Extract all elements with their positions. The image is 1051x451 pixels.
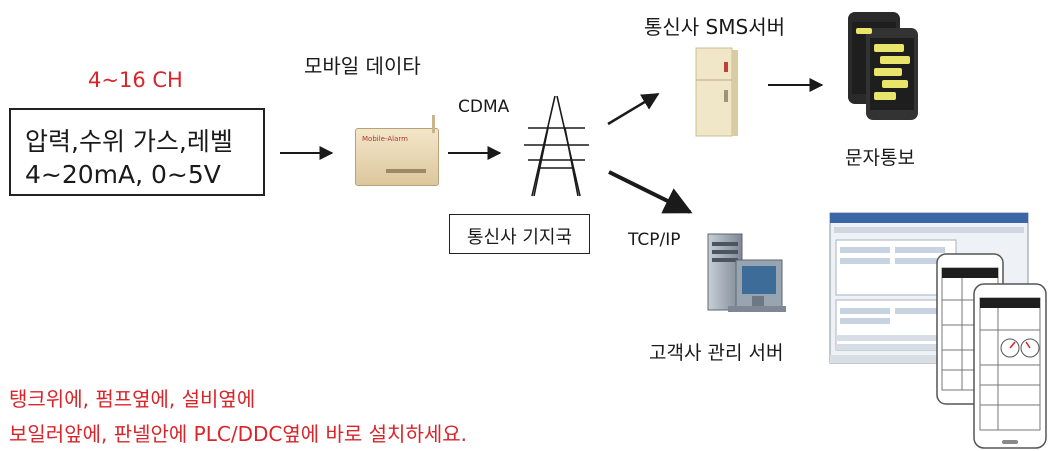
server-computer-icon bbox=[707, 233, 786, 312]
transmission-tower-icon bbox=[524, 95, 589, 197]
base-station-label: 통신사 기지국 bbox=[466, 227, 573, 248]
sensor-input-box: 압력,수위 가스,레벨 4~20mA, 0~5V bbox=[9, 108, 265, 196]
arrow-station-to-sms bbox=[607, 92, 660, 126]
signal-range-text: 4~20mA, 0~5V bbox=[25, 160, 221, 189]
mobile-data-label: 모바일 데이타 bbox=[304, 54, 421, 78]
arrow-station-to-server bbox=[608, 170, 693, 214]
sms-server-label: 통신사 SMS서버 bbox=[644, 15, 786, 39]
install-note-line1: 탱크위에, 펌프옆에, 설비옆에 bbox=[9, 387, 256, 411]
channel-count-label: 4~16 CH bbox=[88, 68, 183, 92]
smartphone-sms-icon bbox=[848, 12, 918, 120]
sms-notify-label: 문자통보 bbox=[845, 147, 915, 169]
monitoring-phone-icon bbox=[936, 253, 1047, 449]
tcpip-label: TCP/IP bbox=[628, 230, 681, 250]
management-software-screenshot bbox=[829, 212, 1029, 364]
sms-server-icon bbox=[695, 47, 738, 137]
mobile-alarm-modem: Mobile-Alarm bbox=[355, 115, 439, 186]
modem-brand-text: Mobile-Alarm bbox=[362, 135, 408, 143]
install-note-line2: 보일러앞에, 판넬안에 PLC/DDC옆에 바로 설치하세요. bbox=[9, 422, 468, 446]
modem-slot bbox=[386, 169, 426, 173]
cdma-label: CDMA bbox=[458, 97, 510, 117]
sensor-types-text: 압력,수위 가스,레벨 bbox=[25, 127, 233, 156]
base-station-box: 통신사 기지국 bbox=[449, 214, 590, 254]
antenna-icon bbox=[432, 115, 435, 133]
customer-server-label: 고객사 관리 서버 bbox=[649, 342, 784, 364]
